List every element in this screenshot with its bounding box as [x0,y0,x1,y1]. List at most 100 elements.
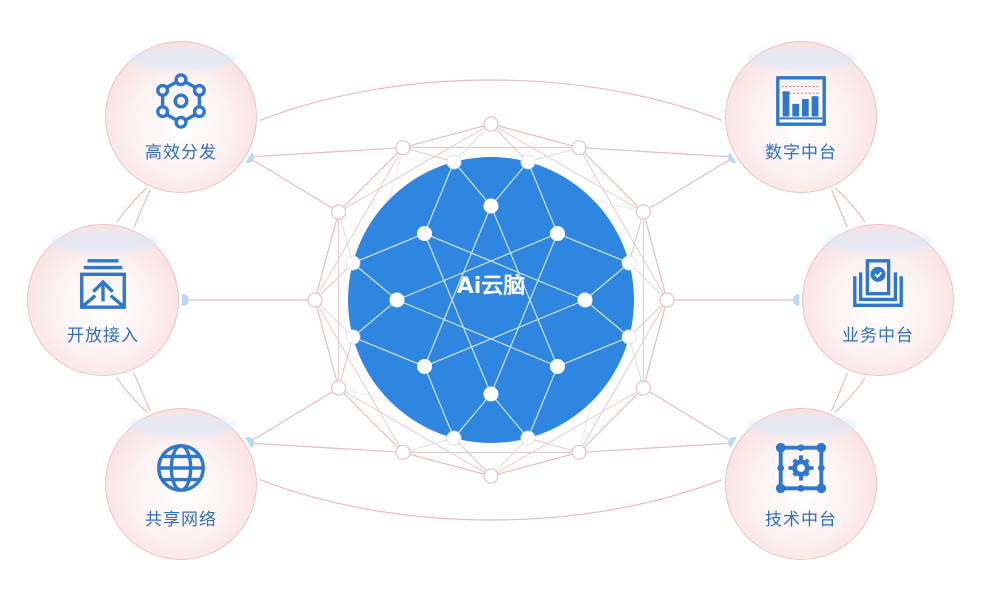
inner-node [417,226,433,242]
outer-node [635,204,652,220]
outer-ring-edge [338,147,404,213]
connector-line [314,299,354,338]
inner-node [417,358,433,374]
outer-ring-edge [578,387,644,453]
connector-line [490,393,529,439]
connector-line [628,336,644,389]
satellite-digital-platform[interactable]: 数字中台 [725,41,877,193]
connector-line [453,123,492,163]
connector-line [423,161,455,234]
connector-line [490,161,529,207]
satellite-shared-network[interactable]: 共享网络 [105,408,257,560]
outer-ring-edge [578,147,644,213]
outer-ring-chord [578,299,668,453]
satellite-open-access[interactable]: 开放接入 [27,224,179,376]
connector-line [557,336,630,368]
outer-ring-edge [402,451,492,477]
satellite-label: 共享网络 [145,509,217,530]
connector-line [628,299,668,338]
inner-chord [424,232,586,301]
outer-ring-edge [642,299,668,389]
connector-line [628,211,644,264]
satellite-spoke [247,442,404,454]
mid-node [621,255,637,271]
inner-chord [423,233,492,395]
connector-line [314,262,354,301]
connector-line [352,299,398,338]
inner-chord [396,232,558,301]
globe-icon [157,443,205,492]
satellite-business-platform[interactable]: 业务中台 [802,224,954,376]
inner-chord [424,299,586,368]
connector-line [352,336,425,368]
outer-node [330,380,347,396]
inner-node [549,358,565,374]
outer-node [571,139,587,156]
connector-line [578,401,593,453]
stacked-documents-check-icon [853,258,903,307]
connector-line [402,437,455,453]
inner-node [483,386,499,402]
connector-line [453,161,492,207]
connector-line [557,232,630,264]
outer-ring-edge [490,451,580,477]
inner-node [389,292,405,308]
connector-line [527,366,559,439]
mid-node [520,430,536,446]
outer-ring-chord [338,387,492,477]
outer-node [330,204,347,220]
satellite-spoke [247,156,339,213]
satellite-spoke [578,146,735,158]
connector-line [453,393,492,439]
center-label: Ai云脑 [456,274,526,299]
satellite-technology-platform[interactable]: 技术中台 [725,408,877,560]
bar-chart-icon [776,75,826,126]
inner-node [483,198,499,214]
hexagon-network-icon [156,72,206,129]
outer-node [659,292,675,308]
satellite-label: 业务中台 [842,325,914,346]
outer-ring-edge [490,123,580,149]
mid-node [345,255,361,271]
satellite-label: 技术中台 [765,509,837,530]
connector-line [584,299,630,338]
outer-node [571,444,587,461]
outer-ring-edge [314,211,340,301]
outer-ring-chord [338,123,492,213]
inner-chord [423,205,492,367]
connector-line [592,198,644,213]
outer-ring-chord [490,123,644,213]
connector-line [338,336,354,389]
satellite-efficient-distribution[interactable]: 高效分发 [105,41,257,193]
mid-node [621,329,637,345]
satellite-label: 高效分发 [145,142,217,163]
satellite-spoke [643,156,735,213]
connector-line [423,366,455,439]
outer-node [483,116,499,132]
satellite-spoke [578,442,735,454]
connector-line [352,262,398,301]
connector-line [628,262,668,301]
connector-line [402,147,455,163]
inner-node [549,226,565,242]
connector-line [490,437,529,477]
inner-node [577,292,593,308]
outer-ring-chord [314,147,404,301]
connector-line [338,387,390,402]
satellite-label: 数字中台 [765,142,837,163]
connector-line [527,147,580,163]
satellite-label: 开放接入 [67,325,139,346]
inner-chord [396,299,558,368]
connector-line [527,161,559,234]
connector-line [389,147,404,199]
outer-ring-edge [338,387,404,453]
upload-inbox-icon [80,258,126,309]
connector-dot [177,294,189,306]
outer-ring-chord [314,299,404,453]
outer-node [635,380,652,396]
mid-node [520,154,536,170]
inner-chord [490,205,559,367]
connector-line [352,232,425,264]
